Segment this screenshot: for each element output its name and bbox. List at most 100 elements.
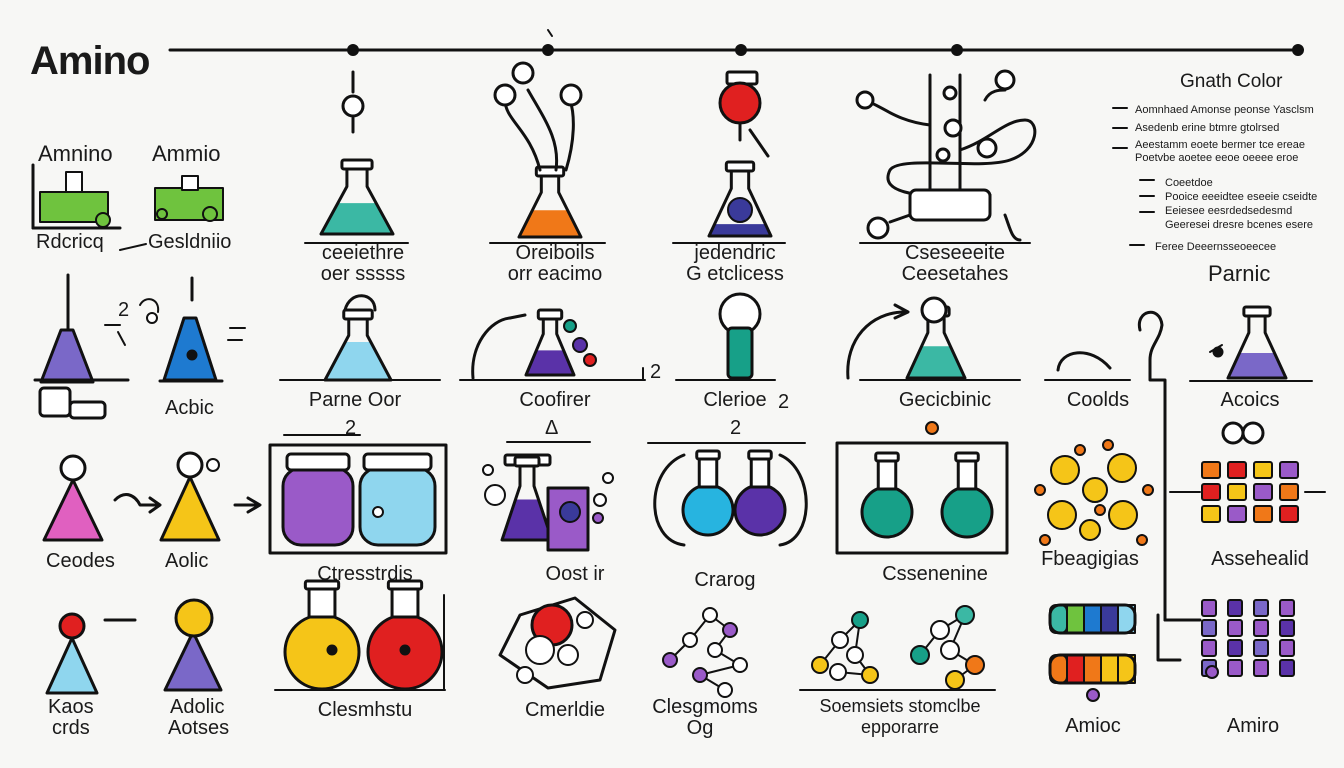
color-bar-segment xyxy=(1100,654,1119,684)
legend-line: Aomnhaed Amonse peonse Yasclsm xyxy=(1135,104,1314,116)
grid-cell xyxy=(1201,461,1221,479)
beaker xyxy=(38,386,72,418)
grid-cell xyxy=(1279,639,1295,657)
connector-line xyxy=(888,213,912,224)
orange-atom xyxy=(1094,504,1106,516)
network-atom xyxy=(722,622,738,638)
flask-caption-1b: oer sssss xyxy=(320,263,406,285)
grid-cell xyxy=(1227,599,1243,617)
row3-label: Assehealid xyxy=(1211,548,1309,570)
tube xyxy=(1056,351,1112,372)
flask-caption-4a: Cseseeeite xyxy=(904,242,1006,264)
atom-circle xyxy=(1241,421,1265,445)
timeline-node xyxy=(951,44,963,56)
legend-line: Eeiesee eesrdedsedesmd xyxy=(1165,205,1293,217)
atom-circle xyxy=(1221,421,1245,445)
atom-circle xyxy=(511,61,535,85)
grid-cell xyxy=(1253,483,1273,501)
atom-circle xyxy=(583,353,597,367)
bubble xyxy=(399,644,411,656)
connector-line xyxy=(748,128,770,158)
row3-mark: Δ xyxy=(545,417,559,439)
row4-label: Adolic xyxy=(170,696,225,718)
purple-jar-lid xyxy=(285,452,351,472)
network-atom xyxy=(692,667,708,683)
flask-caption-1a: ceeiethre xyxy=(321,242,405,264)
cyan-flask-neck xyxy=(697,455,719,489)
atom-circle xyxy=(1086,688,1100,702)
purple-round-flask xyxy=(733,483,787,537)
row2-mark: 2 xyxy=(778,391,790,413)
flask-frame xyxy=(835,441,1009,555)
atom-circle xyxy=(146,312,158,324)
network-atom xyxy=(717,682,733,698)
grid-cell xyxy=(1279,599,1295,617)
purple-flask xyxy=(524,316,576,377)
arrowhead xyxy=(148,496,162,514)
tube xyxy=(503,98,542,172)
tube xyxy=(846,310,907,380)
row4-label: epporarre xyxy=(860,717,940,737)
atom-circle xyxy=(572,337,588,353)
arrowhead xyxy=(246,496,262,514)
blue-cone xyxy=(162,316,218,382)
row4-label: Kaos xyxy=(48,696,94,718)
network-atom xyxy=(829,663,847,681)
grid-cell xyxy=(1227,505,1247,523)
row3-label: Aolic xyxy=(165,550,209,572)
orange-atom xyxy=(1074,444,1086,456)
red-round-flask-rim xyxy=(386,579,424,591)
orange-flask-liquid xyxy=(519,210,581,237)
network-atom xyxy=(682,632,698,648)
color-bar-segment xyxy=(1066,604,1085,634)
navy-flask-liquid xyxy=(709,224,771,236)
legend-line: Poetvbe aoetee eeoe oeeee eroe xyxy=(1135,152,1299,164)
network-atom xyxy=(861,666,879,684)
jar-frame xyxy=(268,443,448,555)
yellow-molecule-atom xyxy=(176,451,204,479)
timeline-node xyxy=(1292,44,1304,56)
navy-flask-rim xyxy=(724,160,756,173)
hexagon xyxy=(498,596,617,690)
cyan-flask-rim xyxy=(695,449,721,461)
network-atom xyxy=(930,620,950,640)
atom-circle xyxy=(920,296,948,324)
violet-molecule xyxy=(163,630,223,692)
row3-mark: 2 xyxy=(730,417,742,439)
grid-cell xyxy=(1253,461,1273,479)
row4-label: Amiro xyxy=(1226,715,1280,737)
timeline-tick xyxy=(547,29,553,37)
network-atom xyxy=(910,645,930,665)
tube xyxy=(139,298,160,313)
teal-flask-liquid xyxy=(321,203,393,234)
teal-flask xyxy=(319,166,395,236)
row4-label: Soemsiets stomclbe xyxy=(819,696,981,716)
orange-atom xyxy=(1039,534,1051,546)
tube xyxy=(343,294,377,312)
cyan-flask xyxy=(681,483,735,537)
color-bar-segment xyxy=(1083,604,1102,634)
violet-flask-liquid xyxy=(1228,353,1286,378)
teal-round-flask-rim xyxy=(874,451,900,463)
atom-circle xyxy=(976,137,998,159)
row2-label: Clerioe xyxy=(703,389,767,411)
row2-label: Coolds xyxy=(1066,389,1130,411)
tube xyxy=(1003,213,1022,242)
teal-round-flask-neck xyxy=(956,457,978,491)
color-bar-segment xyxy=(1100,604,1119,634)
red-sphere xyxy=(718,81,762,125)
yellow-molecule xyxy=(159,475,221,542)
row2-mark: 2 xyxy=(118,299,130,321)
color-bar xyxy=(1048,603,1137,635)
row3-label: Ceodes xyxy=(46,550,115,572)
tube xyxy=(983,88,1007,102)
row3-label: Crarog xyxy=(694,569,756,591)
left-label-1: Rdcricq xyxy=(36,231,104,253)
teal-round-flask xyxy=(860,485,914,539)
atom-circle xyxy=(563,319,577,333)
grid-cell xyxy=(1201,483,1221,501)
tube xyxy=(471,316,512,380)
network-atom xyxy=(965,655,985,675)
tube xyxy=(564,98,575,172)
bubble xyxy=(482,464,494,476)
